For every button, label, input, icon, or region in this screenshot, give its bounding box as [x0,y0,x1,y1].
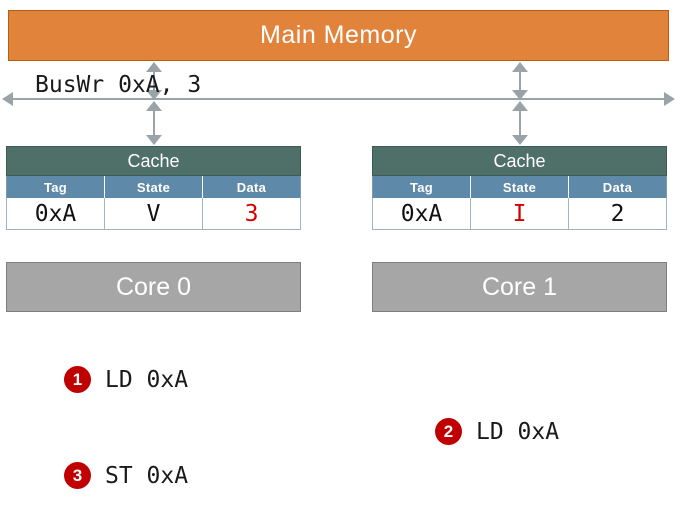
arrow-head-up [512,62,528,72]
step-instruction: LD 0xA [105,366,189,393]
core-block-0: Core 0 [6,262,301,312]
cache-column-state: State [105,176,203,198]
arrow-head-up [146,101,162,111]
bus-transaction-label: BusWr 0xA, 3 [35,72,202,98]
bus-line [6,98,671,100]
cache-title-1: Cache [372,146,667,176]
cache-values-0: 0xA V 3 [6,198,301,230]
arrow-head-down [512,135,528,145]
step-number-badge: 1 [64,366,91,393]
arrow-head-up [512,101,528,111]
cache-values-1: 0xA I 2 [372,198,667,230]
arrow-head-up [146,62,162,72]
step-1: 1 LD 0xA [64,366,188,393]
core-block-1: Core 1 [372,262,667,312]
arrow-stem [519,109,521,137]
arrow-stem [153,70,155,92]
main-memory-block: Main Memory [8,10,669,61]
cache-block-1: Cache Tag State Data 0xA I 2 [372,146,667,230]
step-instruction: ST 0xA [105,462,189,489]
bus-arrow-left-icon [2,92,13,106]
cache-column-data: Data [569,176,666,198]
cache-column-headers-0: Tag State Data [6,176,301,198]
arrow-head-down [146,90,162,100]
arrow-head-down [512,90,528,100]
cache-title-label: Cache [127,150,180,171]
step-number-badge: 3 [64,462,91,489]
bus-to-cache0-arrow [146,101,162,145]
bus-arrow-right-icon [664,92,675,106]
main-memory-label: Main Memory [260,21,417,49]
memory-to-bus-arrow-left [146,62,162,100]
step-number-badge: 2 [435,418,462,445]
core-label: Core 1 [481,272,558,301]
arrow-head-down [146,135,162,145]
step-3: 3 ST 0xA [64,462,188,489]
memory-to-bus-arrow-right [512,62,528,100]
cache-state-value: I [471,198,569,229]
cache-column-tag: Tag [7,176,105,198]
core-label: Core 0 [115,272,192,301]
cache-column-data: Data [203,176,300,198]
cache-block-0: Cache Tag State Data 0xA V 3 [6,146,301,230]
cache-column-state: State [471,176,569,198]
cache-data-value: 3 [244,200,259,227]
cache-tag-value: 0xA [373,198,471,229]
arrow-stem [519,70,521,92]
cache-title-label: Cache [493,150,546,171]
cache-state-value: V [105,198,203,229]
cache-column-headers-1: Tag State Data [372,176,667,198]
cache-data-value: 2 [610,200,625,227]
arrow-stem [153,109,155,137]
cache-title-0: Cache [6,146,301,176]
cache-column-tag: Tag [373,176,471,198]
step-2: 2 LD 0xA [435,418,559,445]
bus-to-cache1-arrow [512,101,528,145]
step-instruction: LD 0xA [476,418,560,445]
cache-tag-value: 0xA [7,198,105,229]
